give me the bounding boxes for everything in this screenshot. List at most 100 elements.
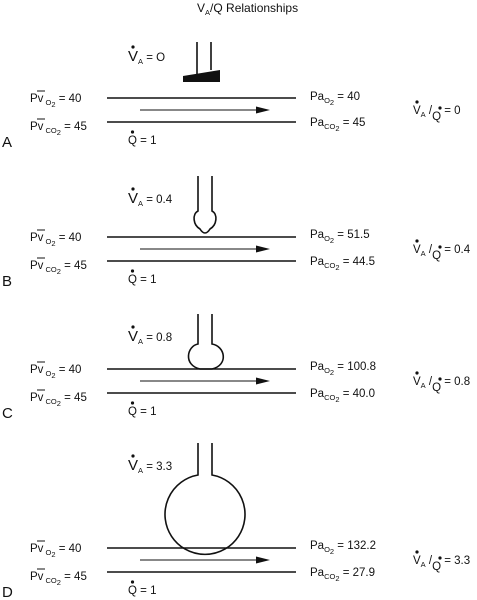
pv-o2-equals: =	[56, 232, 69, 244]
pv-o2-value: 40	[69, 364, 82, 376]
pv-v: v	[38, 364, 44, 376]
overdot	[438, 245, 442, 249]
overdot	[415, 239, 419, 243]
pa-co2-value: 27.9	[353, 567, 375, 579]
overdot	[130, 580, 135, 584]
ratio-equals: =	[441, 244, 454, 256]
pa-co2-num: 2	[335, 395, 339, 404]
q-value: 1	[150, 585, 156, 597]
va-label: VA = 0.8	[128, 328, 172, 346]
pv-o2-label: Pv O2 = 40	[30, 93, 81, 109]
pv-co2-equals: =	[61, 392, 74, 404]
pa-co2-sym: CO	[324, 122, 335, 131]
va-equals: =	[143, 194, 156, 206]
ratio-slash: /	[426, 244, 433, 256]
pv-o2-label: Pv O2 = 40	[30, 232, 81, 248]
pv-o2-label: Pv O2 = 40	[30, 364, 81, 380]
va-equals: =	[143, 461, 156, 473]
pa-co2-sym: CO	[324, 261, 335, 270]
pa-co2-num: 2	[335, 263, 339, 272]
va-q-ratio: VA /Q = 0	[413, 105, 461, 123]
pa-o2-label: PaO2 = 132.2	[310, 540, 376, 556]
pa-co2-value: 44.5	[353, 256, 375, 268]
pv-co2-value: 45	[74, 121, 87, 133]
flow-arrow-head	[256, 377, 270, 385]
pv-o2-equals: =	[56, 93, 69, 105]
pa-p: Pa	[310, 567, 325, 579]
pa-o2-num: 2	[330, 98, 334, 107]
pa-o2-value: 132.2	[347, 540, 376, 552]
overdot	[438, 106, 442, 110]
ratio-va: V	[413, 376, 421, 388]
pa-o2-value: 51.5	[347, 229, 369, 241]
q-label: Q = 1	[128, 274, 156, 286]
pv-co2-sym: CO	[43, 576, 57, 585]
pv-p: P	[30, 392, 38, 404]
panel-letter: C	[2, 405, 13, 422]
ratio-va-sub: A	[421, 249, 426, 258]
pa-o2-num: 2	[330, 368, 334, 377]
pa-co2-num: 2	[335, 574, 339, 583]
q-value: 1	[150, 274, 156, 286]
va-symbol: V	[128, 457, 138, 474]
ratio-q: Q	[432, 111, 441, 123]
pv-p: P	[30, 543, 38, 555]
panel-letter: A	[2, 134, 12, 151]
ratio-va: V	[413, 105, 421, 117]
q-equals: =	[137, 135, 150, 147]
pv-p: P	[30, 93, 38, 105]
q-value: 1	[150, 135, 156, 147]
pv-co2-num: 2	[57, 267, 61, 276]
va-value: 3.3	[156, 461, 172, 473]
pv-p: P	[30, 571, 38, 583]
pa-co2-equals: =	[340, 117, 353, 129]
pv-v: v	[38, 571, 44, 583]
q-equals: =	[137, 585, 150, 597]
pa-co2-num: 2	[335, 124, 339, 133]
pa-co2-value: 45	[353, 117, 366, 129]
ratio-equals: =	[441, 555, 454, 567]
pv-o2-num: 2	[51, 371, 55, 380]
va-subscript: A	[138, 337, 143, 346]
pv-co2-equals: =	[61, 260, 74, 272]
title-rest: /Q Relationships	[210, 1, 298, 15]
ratio-slash: /	[426, 555, 433, 567]
pv-p: P	[30, 260, 38, 272]
overdot	[415, 100, 419, 104]
overdot	[131, 325, 135, 329]
pa-co2-label: PaCO2 = 45	[310, 117, 365, 133]
pv-o2-label: Pv O2 = 40	[30, 543, 81, 559]
overdot	[415, 550, 419, 554]
pv-o2-sym: O	[43, 548, 51, 557]
q-label: Q = 1	[128, 135, 156, 147]
pa-o2-sym: O	[324, 366, 330, 375]
pv-o2-sym: O	[43, 237, 51, 246]
va-label: VA = 0.4	[128, 190, 173, 208]
ratio-q: Q	[432, 561, 441, 573]
ratio-va: V	[413, 244, 421, 256]
pv-v: v	[38, 93, 44, 105]
title-sub: A	[205, 8, 210, 17]
pv-co2-value: 45	[74, 260, 87, 272]
pv-co2-label: Pv CO2 = 45	[30, 392, 87, 408]
pa-co2-sym: CO	[324, 572, 335, 581]
alveolus-small	[193, 176, 217, 234]
pa-o2-label: PaO2 = 51.5	[310, 229, 370, 245]
panel-letter: D	[2, 584, 13, 600]
pv-co2-num: 2	[57, 128, 61, 137]
pa-o2-sym: O	[324, 234, 330, 243]
overdot	[415, 371, 419, 375]
pv-v: v	[38, 543, 44, 555]
va-symbol: V	[128, 190, 138, 207]
pa-p: Pa	[310, 229, 325, 241]
q-label: Q = 1	[128, 406, 156, 418]
ratio-value: 0.8	[454, 376, 470, 388]
va-subscript: A	[138, 466, 143, 475]
va-value: 0.4	[156, 194, 173, 206]
pv-v: v	[38, 392, 44, 404]
q-equals: =	[137, 406, 150, 418]
overdot	[131, 454, 135, 458]
va-q-ratio: VA /Q = 0.8	[413, 376, 470, 394]
pv-co2-sym: CO	[43, 397, 57, 406]
